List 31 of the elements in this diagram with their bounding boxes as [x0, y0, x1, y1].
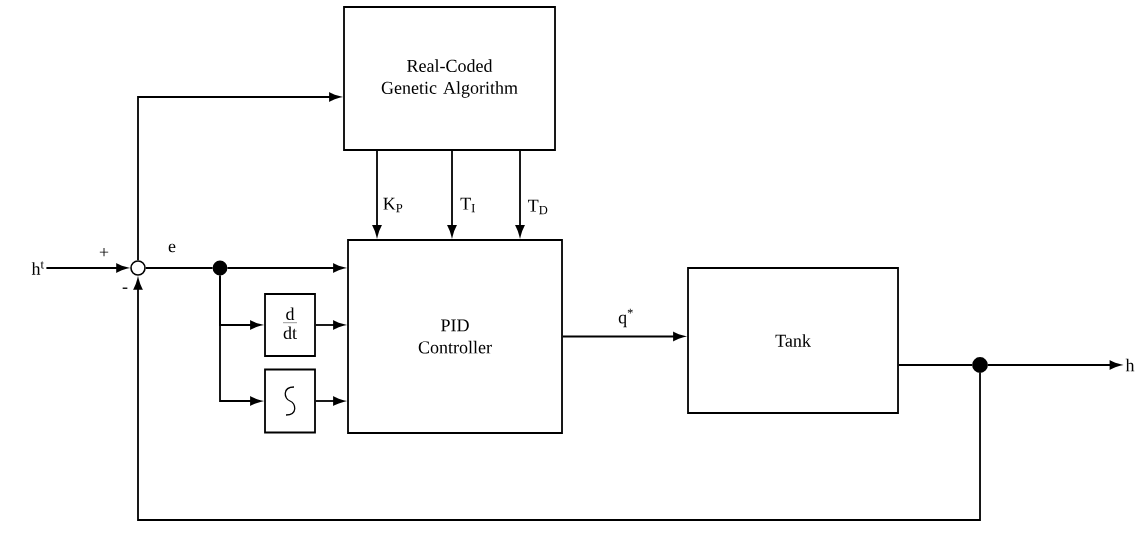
edge-label: q$^{*}$: [617, 307, 635, 329]
arrow: [987, 360, 1121, 370]
edge-label: T$_{D}$: [526, 198, 550, 216]
arrow: [45, 263, 128, 273]
input-signal-label: h$^{t}$: [31, 261, 44, 275]
branch-point: [972, 357, 988, 373]
summing-junction: [130, 260, 146, 276]
edge-label: +: [97, 246, 111, 260]
arrow: [315, 396, 345, 406]
edge-label: e: [167, 242, 177, 254]
arrow: [137, 92, 341, 262]
arrow: [133, 278, 981, 521]
signal-line: [898, 364, 973, 366]
arrow: [372, 150, 382, 237]
edge-label: T$_{I}$: [459, 196, 477, 214]
derivative-box: d dt: [264, 293, 316, 357]
edge-label: K$_{P}$: [381, 196, 405, 214]
pid-controller-box: PID Controller: [347, 239, 563, 434]
arrow: [219, 274, 262, 406]
genetic-algorithm-box: Real-Coded Genetic Algorithm: [343, 6, 556, 151]
branch-point: [212, 260, 228, 276]
integral-box: [264, 368, 316, 434]
output-signal-label: h: [1125, 358, 1135, 372]
arrow: [515, 150, 525, 237]
arrow: [562, 332, 685, 341]
arrow: [447, 150, 457, 237]
signal-line: [144, 267, 214, 269]
arrow: [226, 263, 345, 273]
edge-label: -: [121, 286, 129, 294]
arrow: [315, 320, 345, 330]
tank-box: Tank: [687, 267, 899, 414]
